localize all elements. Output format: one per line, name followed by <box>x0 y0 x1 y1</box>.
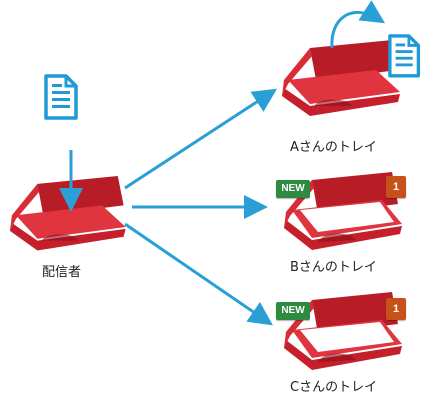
tray-a-curve-arrow <box>330 0 386 49</box>
tray-b-count-badge: 1 <box>386 176 406 198</box>
arrow-to-tray-c <box>124 222 273 326</box>
tray-b-label: Bさんのトレイ <box>290 260 377 275</box>
tray-a-document-icon <box>388 34 421 78</box>
tray-a-label: Aさんのトレイ <box>290 140 377 155</box>
tray-c-count-badge: 1 <box>386 298 406 320</box>
arrow-to-tray-a <box>124 88 278 190</box>
sender-tray-icon <box>9 176 126 251</box>
tray-c-new-badge: NEW <box>276 302 310 320</box>
tray-c-label: Cさんのトレイ <box>290 380 378 395</box>
tray-a-icon <box>282 40 400 116</box>
tray-b-new-badge: NEW <box>276 180 310 198</box>
sender-label: 配信者 <box>42 265 82 280</box>
sender-document-icon <box>44 74 78 120</box>
